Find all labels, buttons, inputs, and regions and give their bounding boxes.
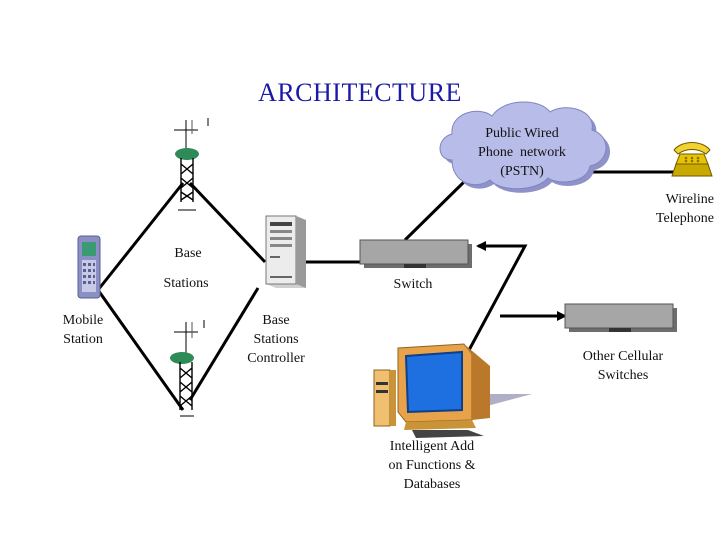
base-stations-label-line2: Stations	[163, 276, 209, 291]
connection-lines	[96, 170, 676, 411]
switch-label: Switch	[393, 277, 433, 292]
link-intelligent-to-switch	[466, 241, 528, 353]
diagram-title: ARCHITECTURE	[258, 78, 462, 107]
wireline-telephone-label: Wireline Telephone	[655, 192, 714, 226]
base-stations-controller-label: Base Stations Controller	[247, 313, 305, 366]
link-switch-to-pstn	[403, 176, 470, 242]
server-icon	[265, 215, 306, 288]
other-cellular-switches-label: Other Cellular Switches	[582, 349, 664, 383]
cell-tower-icon	[174, 118, 209, 211]
switch-device-icon	[359, 239, 472, 268]
telephone-icon	[671, 142, 713, 177]
computer-icon	[373, 343, 532, 438]
mobile-phone-icon	[77, 235, 101, 299]
link-bottom-tower-to-bsc	[188, 287, 260, 401]
link-top-tower-to-bsc	[188, 181, 267, 264]
mobile-station-label: Mobile Station	[62, 313, 104, 347]
base-stations-label-line1: Base	[174, 246, 202, 261]
pstn-label: Public Wired Phone network (PSTN)	[478, 126, 566, 179]
intelligent-add-on-label: Intelligent Add on Functions & Databases	[388, 439, 476, 492]
cloud-icon	[439, 101, 611, 193]
link-mobile-to-top-tower	[96, 182, 185, 291]
switch-device-icon	[564, 303, 677, 332]
link-mobile-to-bottom-tower	[96, 289, 185, 411]
cell-tower-icon	[170, 320, 205, 417]
